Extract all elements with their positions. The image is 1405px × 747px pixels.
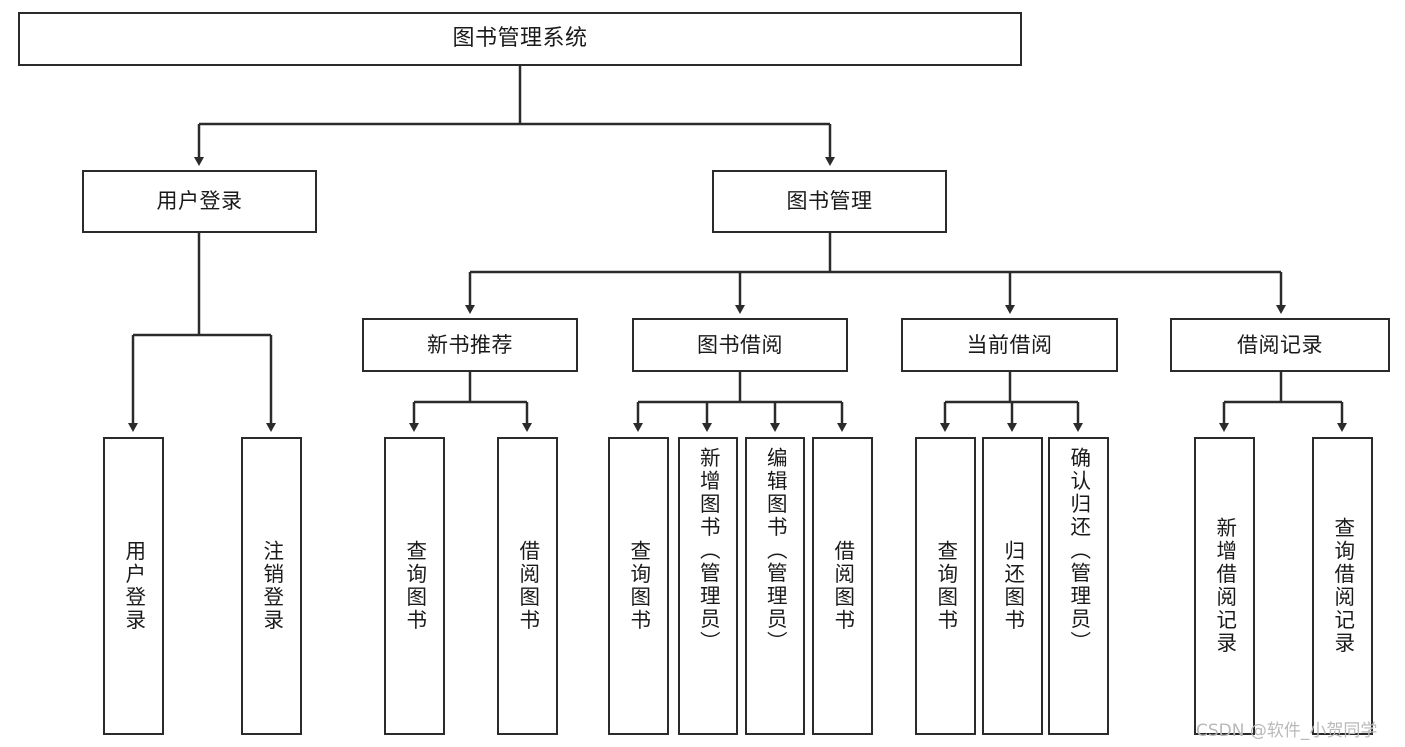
node-label: 图书借阅 (697, 332, 783, 357)
node-label: 归还图书 (1000, 540, 1025, 632)
node-borrow-record[interactable]: 借阅记录 (1170, 318, 1390, 372)
node-label: 借阅图书 (515, 540, 540, 632)
leaf-query-book-current[interactable]: 查询图书 (915, 437, 976, 735)
node-label: 用户登录 (121, 540, 146, 632)
node-label: 新增借阅记录 (1212, 517, 1237, 655)
node-label: 查询图书 (402, 540, 427, 632)
node-user-login[interactable]: 用户登录 (82, 170, 317, 233)
csdn-watermark: CSDN @软件_小贺同学 (1196, 721, 1378, 741)
node-root-system[interactable]: 图书管理系统 (18, 12, 1022, 66)
leaf-query-borrow-record[interactable]: 查询借阅记录 (1312, 437, 1373, 735)
node-label: 查询借阅记录 (1330, 517, 1355, 655)
node-label: 用户登录 (156, 189, 243, 214)
node-label: 当前借阅 (966, 332, 1053, 357)
leaf-edit-book-admin[interactable]: 编辑图书（管理员） (745, 437, 805, 735)
node-label: 图书管理系统 (452, 26, 588, 52)
node-label: 确认归还（管理员） (1066, 447, 1091, 654)
node-book-borrow[interactable]: 图书借阅 (632, 318, 848, 372)
leaf-logout[interactable]: 注销登录 (241, 437, 302, 735)
node-current-borrow[interactable]: 当前借阅 (901, 318, 1118, 372)
node-book-management[interactable]: 图书管理 (712, 170, 947, 233)
leaf-return-book[interactable]: 归还图书 (982, 437, 1043, 735)
node-label: 编辑图书（管理员） (763, 447, 788, 654)
leaf-add-book-admin[interactable]: 新增图书（管理员） (678, 437, 738, 735)
node-label: 查询图书 (626, 540, 651, 632)
node-label: 借阅记录 (1237, 332, 1323, 357)
node-label: 查询图书 (933, 540, 958, 632)
node-new-book-recommend[interactable]: 新书推荐 (362, 318, 578, 372)
leaf-add-borrow-record[interactable]: 新增借阅记录 (1194, 437, 1255, 735)
leaf-borrow-book-recommend[interactable]: 借阅图书 (497, 437, 558, 735)
leaf-user-login[interactable]: 用户登录 (103, 437, 164, 735)
node-label: 借阅图书 (830, 540, 855, 632)
node-label: 新增图书（管理员） (696, 447, 721, 654)
leaf-query-book-recommend[interactable]: 查询图书 (384, 437, 445, 735)
node-label: 图书管理 (786, 189, 873, 214)
leaf-query-book-borrow[interactable]: 查询图书 (608, 437, 669, 735)
leaf-confirm-return-admin[interactable]: 确认归还（管理员） (1048, 437, 1109, 735)
node-label: 注销登录 (259, 540, 284, 632)
leaf-borrow-book[interactable]: 借阅图书 (812, 437, 873, 735)
node-label: 新书推荐 (427, 332, 513, 357)
